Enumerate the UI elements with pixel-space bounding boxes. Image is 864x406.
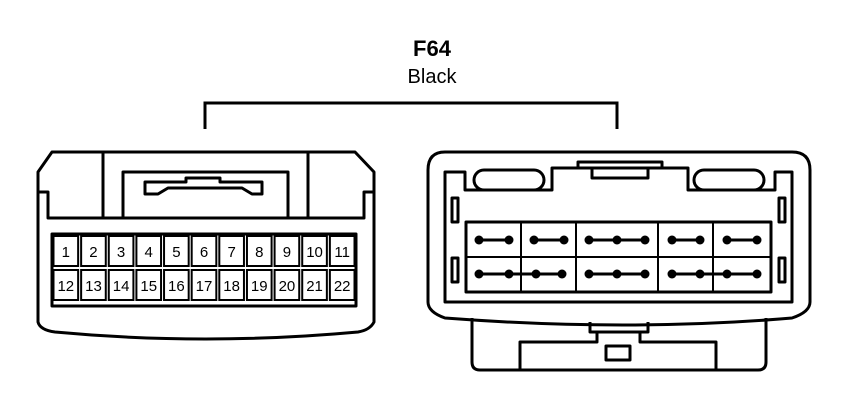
pin-grid-frame xyxy=(50,232,358,308)
connector-id: F64 xyxy=(413,36,451,61)
terminal-dot xyxy=(640,269,650,279)
terminal-dot xyxy=(640,235,650,245)
pin-number: 18 xyxy=(223,278,240,295)
pin-number: 3 xyxy=(117,244,125,261)
side-guide-right-top xyxy=(777,196,787,224)
side-step-right xyxy=(308,190,374,220)
pin-cell-5 xyxy=(163,235,190,267)
pin-cell-13 xyxy=(80,269,107,301)
pin-number: 6 xyxy=(200,244,208,261)
side-guide-left-top xyxy=(450,196,460,224)
pin-number: 21 xyxy=(306,278,323,295)
terminal-dot xyxy=(667,269,677,279)
terminal-dot xyxy=(667,235,677,245)
bottom-lock xyxy=(470,318,768,372)
pin-cell-16 xyxy=(163,269,190,301)
top-key-slot xyxy=(590,168,650,180)
pin-number: 2 xyxy=(89,244,97,261)
pin-cell-20 xyxy=(273,269,301,301)
side-guide-left-bottom xyxy=(450,256,460,284)
pin-cell-21 xyxy=(301,269,328,301)
terminal-dot xyxy=(474,269,484,279)
terminal-dot xyxy=(722,269,732,279)
pin-cell-22 xyxy=(328,269,356,301)
pin-number: 13 xyxy=(85,278,102,295)
pin-cell-15 xyxy=(135,269,163,301)
pin-number: 4 xyxy=(145,244,153,261)
pin-cell-4 xyxy=(135,235,163,267)
pin-number: 11 xyxy=(334,244,350,261)
pin-number: 9 xyxy=(283,244,291,261)
terminal-dot xyxy=(584,235,594,245)
pin-number: 1 xyxy=(62,244,70,261)
terminal-dot xyxy=(612,235,622,245)
terminal-dot xyxy=(531,269,541,279)
rear-shorting-links xyxy=(474,235,762,279)
pin-cell-7 xyxy=(218,235,245,267)
terminal-dot xyxy=(504,269,514,279)
bottom-lock-tab xyxy=(604,344,632,362)
pin-number: 20 xyxy=(279,278,296,295)
pin-number: 5 xyxy=(172,244,180,261)
terminal-dot xyxy=(722,235,732,245)
terminal-dot xyxy=(695,235,705,245)
side-step-left xyxy=(38,190,103,220)
pin-cell-14 xyxy=(107,269,135,301)
pin-cell-1 xyxy=(52,235,80,267)
pin-number: 7 xyxy=(227,244,235,261)
terminal-dot xyxy=(584,269,594,279)
terminal-dot xyxy=(557,269,567,279)
pin-cell-11 xyxy=(328,235,356,267)
terminal-face-view xyxy=(36,150,376,341)
terminal-dot xyxy=(752,269,762,279)
terminal-dot xyxy=(695,269,705,279)
pin-cell-19 xyxy=(245,269,273,301)
oval-slot-right xyxy=(692,168,766,192)
pin-cell-6 xyxy=(190,235,218,267)
inner-cavity-outline xyxy=(443,166,794,304)
pin-cell-17 xyxy=(190,269,218,301)
pin-number: 22 xyxy=(334,278,351,295)
pin-number: 10 xyxy=(306,244,323,261)
pin-cell-2 xyxy=(80,235,107,267)
pin-cell-3 xyxy=(107,235,135,267)
pin-cell-18 xyxy=(218,269,245,301)
connector-color-label: Black xyxy=(407,66,457,88)
bottom-lock-inner xyxy=(518,330,718,370)
latch-outer xyxy=(101,152,310,220)
rear-view xyxy=(426,150,812,372)
top-key-notch xyxy=(576,160,664,168)
pin-cell-8 xyxy=(245,235,273,267)
terminal-dot xyxy=(752,235,762,245)
view-bracket xyxy=(203,101,619,129)
terminal-dot xyxy=(612,269,622,279)
pin-cell-12 xyxy=(52,269,80,301)
oval-slot-left xyxy=(472,168,546,192)
pin-number: 17 xyxy=(196,278,213,295)
terminal-dot xyxy=(504,235,514,245)
terminal-dot xyxy=(529,235,539,245)
pin-number: 15 xyxy=(140,278,157,295)
terminal-dot xyxy=(559,235,569,245)
pin-number: 19 xyxy=(251,278,268,295)
latch-inner xyxy=(121,170,290,218)
connector-housing-right xyxy=(426,150,812,327)
pin-cell-10 xyxy=(301,235,328,267)
pin-number: 14 xyxy=(113,278,130,295)
pin-number: 8 xyxy=(255,244,263,261)
side-guide-right-bottom xyxy=(777,256,787,284)
pin-cell-9 xyxy=(273,235,301,267)
pin-number: 16 xyxy=(168,278,185,295)
pin-number: 12 xyxy=(57,278,74,295)
terminal-dot xyxy=(474,235,484,245)
latch-tab xyxy=(143,176,264,196)
connector-housing-left xyxy=(36,150,376,341)
